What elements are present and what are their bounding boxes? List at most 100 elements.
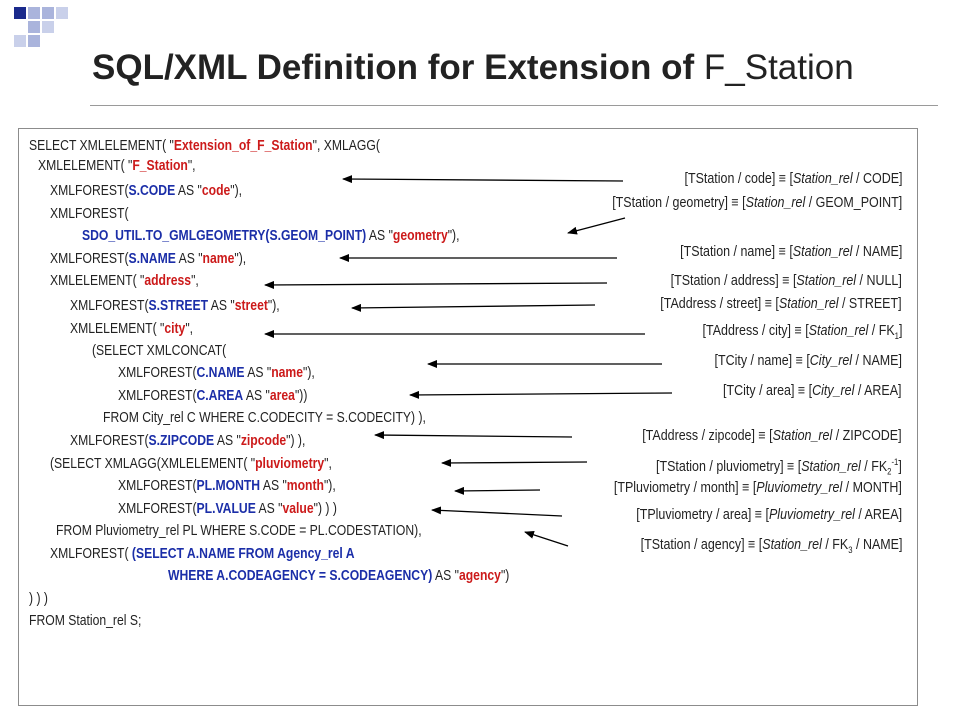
mapping-text: [TStation / name] ≡ [ xyxy=(679,244,793,260)
mapping-text: / FK xyxy=(860,458,888,475)
sql-string-literal: geometry xyxy=(392,228,448,244)
mapping-arrow xyxy=(342,175,624,184)
sql-line: XMLFOREST(S.CODE AS "code"), xyxy=(50,182,242,200)
sql-keyword: S.ZIPCODE xyxy=(148,433,215,449)
sql-text: XMLFOREST( xyxy=(50,251,129,267)
mapping-text: [TStation / address] ≡ [ xyxy=(670,273,797,289)
mapping-text: [TStation / geometry] ≡ [ xyxy=(611,195,746,211)
mapping-text: [TStation / code] ≡ [ xyxy=(684,171,793,187)
sql-text: XMLELEMENT( " xyxy=(38,158,133,174)
sql-text: "), xyxy=(230,183,243,199)
sql-string-literal: Extension_of_F_Station xyxy=(173,138,313,154)
sql-text: XMLELEMENT( " xyxy=(70,321,165,337)
sql-line: (SELECT XMLAGG(XMLELEMENT( "pluviometry"… xyxy=(50,455,332,473)
sql-line: XMLFOREST( xyxy=(50,205,129,223)
mapping-relation: City_rel xyxy=(812,383,855,399)
mapping-text: / AREA] xyxy=(854,383,902,399)
mapping-text: / MONTH] xyxy=(842,480,902,496)
sql-string-literal: city xyxy=(164,321,186,337)
sql-text: XMLFOREST( xyxy=(50,206,129,222)
sql-keyword: WHERE A.CODEAGENCY = S.CODEAGENCY) xyxy=(168,568,433,584)
mapping-arrow xyxy=(264,280,608,289)
sql-text: FROM Station_rel S; xyxy=(29,613,142,629)
sql-line: (SELECT XMLCONCAT( xyxy=(92,342,226,360)
sql-string-literal: agency xyxy=(458,568,501,584)
mapping-label: [TPluviometry / month] ≡ [Pluviometry_re… xyxy=(614,479,902,497)
mapping-arrow xyxy=(524,530,569,547)
sql-text: ") ), xyxy=(286,433,306,449)
sql-text: ", xyxy=(187,158,196,174)
sql-text: (SELECT XMLCONCAT( xyxy=(92,343,227,359)
mapping-text: [TStation / pluviometry] ≡ [ xyxy=(656,458,802,475)
mapping-text: / CODE] xyxy=(852,171,902,187)
mapping-relation: Pluviometry_rel xyxy=(768,507,855,523)
corner-square-light-5 xyxy=(42,21,54,33)
mapping-arrow xyxy=(441,458,588,467)
mapping-label: [TCity / area] ≡ [City_rel / AREA] xyxy=(724,382,902,400)
sql-text: ) ) ) xyxy=(29,591,48,607)
mapping-arrow xyxy=(351,303,596,312)
sql-keyword: C.AREA xyxy=(196,388,244,404)
sql-text: XMLFOREST( xyxy=(70,298,149,314)
sql-string-literal: area xyxy=(269,388,295,404)
mapping-label: [TStation / geometry] ≡ [Station_rel / G… xyxy=(612,194,902,212)
sql-line: XMLFOREST(S.NAME AS "name"), xyxy=(50,250,246,268)
mapping-relation: Station_rel xyxy=(792,171,853,187)
mapping-label: [TPluviometry / area] ≡ [Pluviometry_rel… xyxy=(636,506,902,524)
corner-square-light-2 xyxy=(42,7,54,19)
mapping-label: [TStation / pluviometry] ≡ [Station_rel … xyxy=(656,453,902,481)
sql-line: ) ) ) xyxy=(29,590,48,608)
sql-string-literal: pluviometry xyxy=(255,456,325,472)
sql-text: AS " xyxy=(366,228,393,244)
sql-text: ") xyxy=(500,568,510,584)
mapping-relation: Station_rel xyxy=(801,458,861,475)
corner-square-light-1 xyxy=(28,7,40,19)
mapping-text: / ZIPCODE] xyxy=(832,428,902,444)
sql-text: ", xyxy=(191,273,199,289)
sql-line: XMLFOREST(C.AREA AS "area")) xyxy=(118,387,307,405)
mapping-label: [TAddress / street] ≡ [Station_rel / STR… xyxy=(661,295,902,313)
mapping-label: [TCity / name] ≡ [City_rel / NAME] xyxy=(715,352,902,370)
sql-text: AS " xyxy=(432,568,459,584)
sql-keyword: SDO_UTIL.TO_GMLGEOMETRY(S.GEOM_POINT) xyxy=(82,228,367,244)
mapping-text: / NAME] xyxy=(852,537,902,553)
slide-title: SQL/XML Definition for Extension of F_St… xyxy=(92,48,854,88)
mapping-text: / AREA] xyxy=(854,507,902,523)
mapping-text: [TCity / area] ≡ [ xyxy=(723,383,813,399)
mapping-text: 3 xyxy=(847,544,853,555)
sql-text: (SELECT XMLAGG(XMLELEMENT( " xyxy=(50,456,256,472)
sql-line: FROM City_rel C WHERE C.CODECITY = S.COD… xyxy=(103,409,426,427)
corner-square-light-7 xyxy=(28,35,40,47)
sql-text: "), xyxy=(303,365,315,381)
sql-text: FROM Pluviometry_rel PL WHERE S.CODE = P… xyxy=(56,523,422,539)
sql-text: AS " xyxy=(255,501,283,517)
mapping-relation: Station_rel xyxy=(773,428,833,444)
mapping-text: / FK xyxy=(867,323,895,339)
sql-text: XMLFOREST( xyxy=(118,388,197,404)
sql-text: XMLELEMENT( " xyxy=(50,273,145,289)
sql-text: FROM City_rel C WHERE C.CODECITY = S.COD… xyxy=(103,410,426,426)
sql-string-literal: F_Station xyxy=(132,158,188,174)
mapping-relation: Station_rel xyxy=(745,195,805,211)
sql-text: XMLFOREST( xyxy=(118,501,197,517)
sql-text: AS " xyxy=(244,365,272,381)
mapping-text: [TAddress / zipcode] ≡ [ xyxy=(642,428,774,444)
mapping-text: / FK xyxy=(821,537,848,553)
mapping-relation: Station_rel xyxy=(779,296,839,312)
sql-text: "), xyxy=(447,228,460,244)
sql-keyword: C.NAME xyxy=(196,365,245,381)
code-panel xyxy=(18,128,918,706)
sql-keyword: S.CODE xyxy=(128,183,176,199)
sql-text: AS " xyxy=(214,433,241,449)
corner-square-light-4 xyxy=(28,21,40,33)
sql-line: XMLFOREST(PL.VALUE AS "value") ) ) xyxy=(118,500,337,518)
mapping-text: [TCity / name] ≡ [ xyxy=(714,353,810,369)
sql-line: FROM Station_rel S; xyxy=(29,612,141,630)
sql-text: ")) xyxy=(294,388,308,404)
corner-square-light-6 xyxy=(14,35,26,47)
mapping-relation: Station_rel xyxy=(792,244,853,260)
slide-title-bold: SQL/XML Definition for Extension of xyxy=(92,48,695,87)
mapping-arrow xyxy=(567,217,626,235)
sql-string-literal: name xyxy=(202,251,235,267)
mapping-text: [TPluviometry / area] ≡ [ xyxy=(636,507,769,523)
